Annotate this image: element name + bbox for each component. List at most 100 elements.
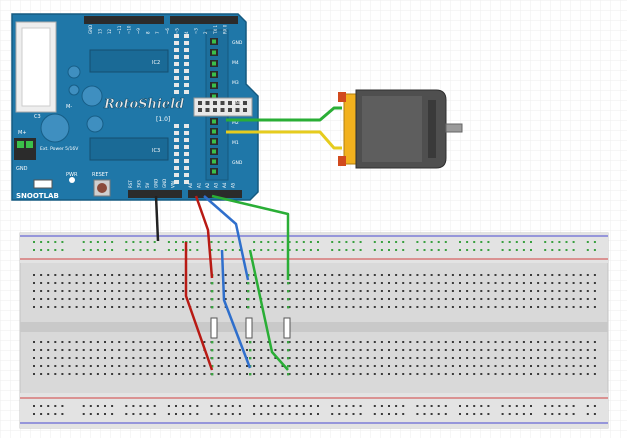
breadboard-hole (274, 373, 277, 375)
breadboard-hole (118, 357, 121, 359)
breadboard-hole (551, 298, 554, 300)
breadboard-hole (288, 241, 291, 243)
breadboard-hole (586, 413, 589, 415)
breadboard-hole (260, 357, 263, 359)
breadboard-hole (224, 290, 227, 292)
breadboard-hole (459, 413, 461, 415)
breadboard-hole (444, 405, 447, 407)
breadboard-hole (96, 373, 99, 375)
breadboard-hole (402, 282, 405, 284)
breadboard-hole (480, 405, 483, 407)
breadboard-hole (501, 365, 504, 367)
breadboard-hole (373, 241, 376, 243)
breadboard-hole (466, 405, 469, 407)
breadboard-hole (352, 274, 355, 276)
breadboard-hole (274, 365, 277, 367)
breadboard-hole (416, 298, 419, 300)
breadboard-hole (331, 341, 334, 343)
breadboard-hole (231, 306, 234, 308)
breadboard-hole (40, 282, 43, 284)
breadboard-hole (359, 405, 362, 407)
digital-pin-label: ~5 (174, 28, 179, 34)
breadboard-hole (295, 249, 298, 251)
breadboard-hole (501, 357, 504, 359)
breadboard-hole (515, 282, 518, 284)
breadboard-hole (260, 249, 263, 251)
breadboard-hole (558, 357, 561, 359)
breadboard-hole (274, 341, 277, 343)
breadboard-hole (508, 241, 511, 243)
digital-pin-label: ~10 (126, 25, 131, 34)
breadboard-resistors (210, 317, 291, 339)
breadboard-hole-active (211, 282, 214, 285)
breadboard-hole (139, 349, 142, 351)
breadboard-hole (139, 241, 142, 243)
breadboard-hole (579, 341, 582, 343)
wire-blue-breadboard (220, 249, 252, 369)
breadboard-hole (61, 282, 64, 284)
c3-label: C3 (34, 114, 41, 120)
breadboard-hole (388, 306, 390, 308)
breadboard-hole (224, 349, 227, 351)
breadboard-hole (295, 341, 298, 343)
breadboard-hole (167, 306, 170, 308)
breadboard-hole (217, 282, 220, 284)
breadboard-hole (160, 349, 163, 351)
usb-connector-inner (21, 27, 51, 107)
breadboard-hole (530, 365, 532, 367)
breadboard-hole (373, 413, 376, 415)
breadboard-hole (444, 349, 447, 351)
smd-resistor (184, 124, 189, 128)
breadboard-hole (451, 290, 454, 292)
breadboard-hole (402, 249, 405, 251)
breadboard-hole (558, 413, 561, 415)
breadboard-hole (125, 405, 128, 407)
breadboard-hole (345, 349, 348, 351)
breadboard-hole (395, 349, 398, 351)
breadboard-hole (544, 357, 547, 359)
breadboard-hole (89, 249, 92, 251)
breadboard-hole (437, 241, 440, 243)
breadboard-hole (317, 349, 319, 351)
breadboard-hole (175, 341, 177, 343)
breadboard-hole (238, 365, 241, 367)
breadboard-hole (544, 405, 547, 407)
breadboard-hole (40, 341, 43, 343)
breadboard-hole (530, 413, 532, 415)
breadboard-hole (501, 298, 504, 300)
breadboard-hole (366, 298, 369, 300)
breadboard-hole (508, 306, 511, 308)
terminal-pin-green (212, 119, 216, 124)
breadboard-hole (224, 341, 227, 343)
breadboard-hole-active (211, 357, 214, 360)
breadboard-hole (89, 365, 92, 367)
breadboard-hole (423, 365, 426, 367)
breadboard-hole (33, 349, 35, 351)
wire-black-gnd (154, 195, 160, 242)
breadboard-hole (104, 241, 106, 243)
breadboard-hole (380, 413, 383, 415)
breadboard-hole (75, 365, 78, 367)
wires (154, 106, 342, 371)
breadboard-hole (459, 298, 461, 300)
breadboard-hole (572, 373, 575, 375)
breadboard-hole (437, 274, 440, 276)
smd-resistor (174, 76, 179, 80)
breadboard-hole (430, 341, 433, 343)
breadboard-hole (466, 349, 469, 351)
breadboard-hole (274, 274, 277, 276)
breadboard-hole-active (287, 290, 290, 293)
breadboard-hole (508, 413, 511, 415)
breadboard-hole (530, 249, 532, 251)
breadboard-hole (40, 365, 43, 367)
breadboard-hole (317, 298, 319, 300)
breadboard-hole (508, 373, 511, 375)
breadboard-hole (196, 298, 199, 300)
breadboard-hole (146, 341, 149, 343)
smd-resistor (174, 152, 179, 156)
breadboard-hole (444, 373, 447, 375)
breadboard-hole (182, 349, 185, 351)
breadboard-hole (75, 298, 78, 300)
breadboard-hole (515, 249, 518, 251)
breadboard-hole (487, 373, 490, 375)
